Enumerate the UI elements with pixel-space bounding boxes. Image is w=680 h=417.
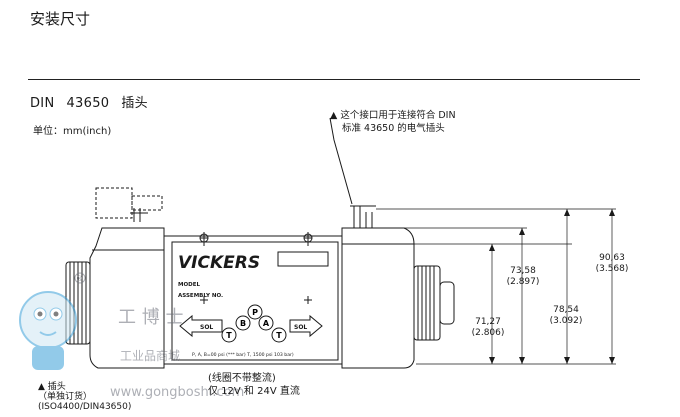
port-t2-circle (271, 327, 287, 343)
plug-caption: ▲ 插头 （单独订货） (ISO4400/DIN43650) (38, 382, 131, 412)
plug-note: ▲ 这个接口用于连接符合 DIN 标准 43650 的电气插头 (330, 109, 456, 135)
plug-note-line1: ▲ 这个接口用于连接符合 DIN (330, 110, 456, 121)
port-p-circle (247, 304, 263, 320)
sol-right-arrow (289, 314, 323, 338)
dim-78-mm: 78,54 (553, 305, 579, 315)
plug-outline-stub (131, 195, 163, 211)
plug-caption-line2: （单独订货） (38, 392, 93, 402)
plug-outline-top (95, 187, 133, 219)
note-leader (329, 117, 353, 205)
sol-right-label: SOL (294, 324, 307, 331)
watermark-brand: 工 博 士 (118, 307, 183, 328)
pressure-rating: P, A, B=00 psi (*** bar) T, 1500 psi 103… (192, 352, 294, 358)
label-plate (277, 251, 329, 267)
plug-caption-line1: ▲ 插头 (38, 382, 66, 392)
unit-label: 单位：mm(inch) (33, 126, 112, 137)
port-t1-label: T (226, 331, 232, 340)
right-coil-housing (341, 227, 415, 369)
dim-90-mm: 90,63 (599, 253, 625, 263)
port-p-label: P (252, 308, 258, 317)
subtitle-number: 43650 (66, 96, 110, 111)
vickers-logo: VICKERS (178, 253, 260, 273)
plug-caption-line3: (ISO4400/DIN43650) (38, 402, 132, 412)
left-coil-housing (89, 227, 165, 369)
subtitle-din: DIN (30, 96, 55, 111)
assembly-label: ASSEMBLY NO. (178, 293, 223, 299)
dim-71-mm: 71,27 (475, 317, 501, 327)
watermark-url: www.gongboshi.com (110, 385, 244, 400)
section-subtitle: DIN 43650 插头 (30, 92, 148, 111)
port-b-label: B (240, 319, 246, 328)
sol-left-label: SOL (200, 324, 213, 331)
watermark-mascot (19, 272, 86, 370)
dim-71-in: (2.806) (472, 328, 505, 338)
port-a-circle (258, 315, 274, 331)
port-t1-circle (221, 327, 237, 343)
watermark-sub: 工业品商城 (120, 348, 180, 363)
port-b-circle (235, 315, 251, 331)
model-label: MODEL (178, 282, 200, 288)
plug-note-line2: 标准 43650 的电气插头 (342, 123, 445, 134)
dim-73-mm: 73,58 (510, 266, 536, 276)
port-t2-label: T (276, 331, 282, 340)
section-divider (28, 79, 640, 80)
subtitle-plug: 插头 (121, 96, 148, 111)
dim-73-in: (2.897) (507, 277, 540, 287)
coil-caption-line1: (线圈不带整流) (208, 373, 276, 384)
dim-90-in: (3.568) (596, 264, 629, 274)
svg-text:®: ® (76, 275, 83, 283)
page-title: 安装尺寸 (30, 10, 91, 28)
port-a-label: A (263, 319, 270, 328)
coil-caption: (线圈不带整流) 仅 12V 和 24V 直流 (208, 372, 300, 398)
coil-caption-line2: 仅 12V 和 24V 直流 (208, 386, 300, 397)
dim-78-in: (3.092) (550, 316, 583, 326)
sol-left-arrow (179, 314, 223, 338)
